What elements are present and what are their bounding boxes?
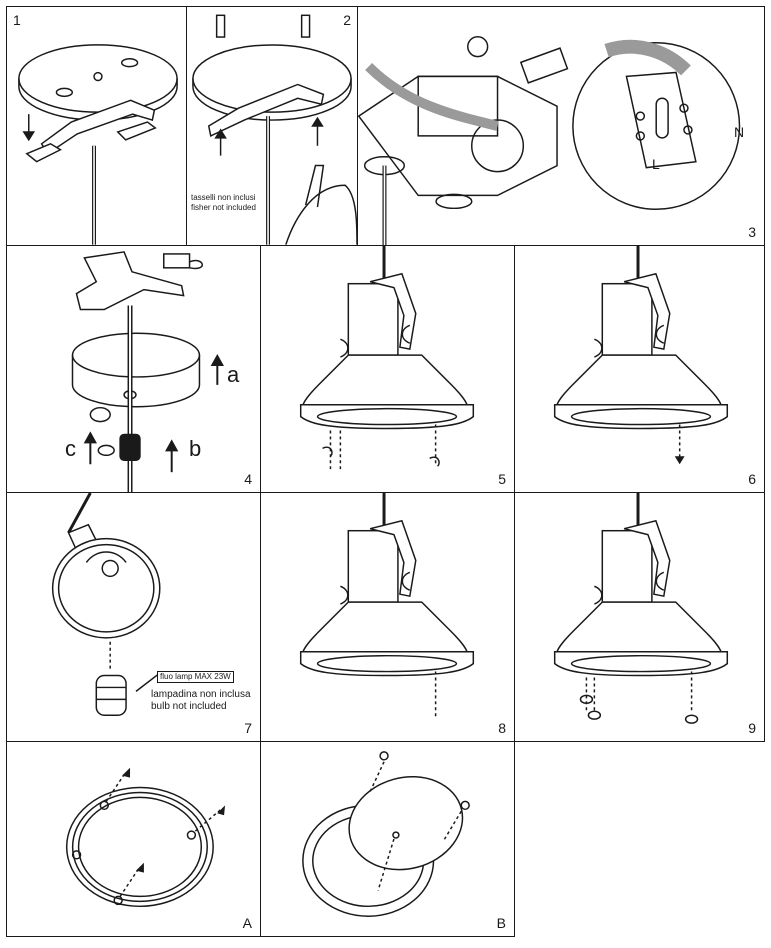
lamp-spec-label: fluo lamp MAX 23W: [157, 671, 234, 683]
wire-label-live: L: [652, 156, 660, 172]
step-b-illustration: [302, 751, 470, 917]
step-9-illustration: [553, 493, 729, 724]
step-4-illustration: [71, 251, 224, 492]
step-7-panel: fluo lamp MAX 23W lampadina non inclusa …: [6, 492, 261, 742]
step-6-panel: 6: [514, 245, 765, 493]
step-5-illustration: [299, 246, 475, 473]
step-a-panel: A: [6, 741, 261, 937]
step-letter: A: [242, 915, 252, 931]
bulb-note-italian: lampadina non inclusa: [151, 689, 251, 700]
step-7-illustration: [51, 493, 163, 716]
step-number: 7: [244, 720, 252, 736]
bulb-note-english: bulb not included: [151, 701, 227, 712]
step-5-panel: 5: [260, 245, 515, 493]
step-number: 1: [13, 12, 21, 28]
step-number: 6: [748, 471, 756, 487]
step-number: 4: [244, 471, 252, 487]
step-2-illustration: [192, 14, 357, 245]
step-2-panel: 2 tasselli non inclusi fisher not includ…: [186, 6, 358, 246]
wire-label-neutral: N: [734, 124, 745, 140]
step-4-panel: a b c 4: [6, 245, 261, 493]
anchor-note-italian: tasselli non inclusi: [191, 193, 256, 202]
step-1-illustration: [18, 44, 178, 245]
direction-label-a: a: [227, 362, 240, 387]
step-a-illustration: [65, 767, 226, 908]
step-6-illustration: [553, 246, 729, 465]
step-number: 9: [748, 720, 756, 736]
step-number: 3: [748, 224, 756, 240]
step-letter: B: [496, 915, 506, 931]
step-number: 8: [498, 720, 506, 736]
step-number: 2: [343, 12, 351, 28]
direction-label-b: b: [189, 436, 202, 461]
step-number: 5: [498, 471, 506, 487]
step-1-panel: 1: [6, 6, 187, 246]
step-8-illustration: [299, 493, 475, 718]
step-9-panel: 9: [514, 492, 765, 742]
step-3-illustration: [358, 36, 741, 245]
step-3-panel: L N 3: [357, 6, 765, 246]
step-b-panel: B: [260, 741, 515, 937]
direction-label-c: c: [65, 436, 76, 461]
step-8-panel: 8: [260, 492, 515, 742]
anchor-note-english: fisher not included: [191, 203, 256, 212]
